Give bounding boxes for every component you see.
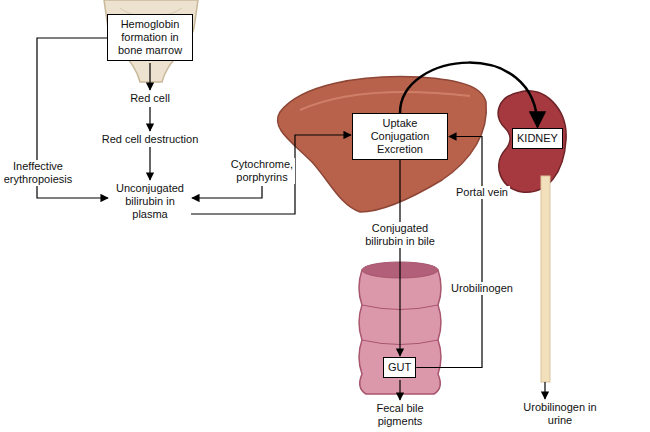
text-label: Red cell destruction (90, 133, 210, 146)
process-box: Hemoglobin formation in bone marrow (107, 14, 193, 61)
ureter (541, 176, 550, 382)
text-label: Cytochrome, porphyrins (229, 158, 295, 184)
organ-label-box: KIDNEY (512, 128, 563, 149)
text-label: Unconjugated bilirubin in plasma (110, 182, 190, 221)
organ-label-box: GUT (383, 357, 416, 378)
flow-arrows (37, 38, 545, 400)
text-label: Red cell (110, 92, 190, 105)
node-text: Hemoglobin formation in bone marrow (112, 18, 188, 57)
node-text: KIDNEY (517, 132, 558, 145)
liver-detail (300, 92, 470, 110)
node-text: Uptake Conjugation Excretion (357, 117, 443, 156)
text-label: Ineffective erythropoiesis (1, 160, 75, 186)
text-label: Urobilinogen in urine (520, 401, 600, 427)
flow-connector (399, 160, 400, 356)
bone-illustration (104, 0, 198, 82)
text-label: Fecal bile pigments (365, 402, 435, 428)
process-box: Uptake Conjugation Excretion (352, 113, 448, 160)
edge-label: Conjugated bilirubin in bile (354, 222, 446, 248)
node-text: GUT (388, 361, 411, 374)
kidney-illustration (498, 91, 566, 192)
text-label: Urobilinogen (447, 282, 517, 295)
text-label: Portal vein (454, 186, 510, 199)
flow-connector (416, 137, 482, 368)
